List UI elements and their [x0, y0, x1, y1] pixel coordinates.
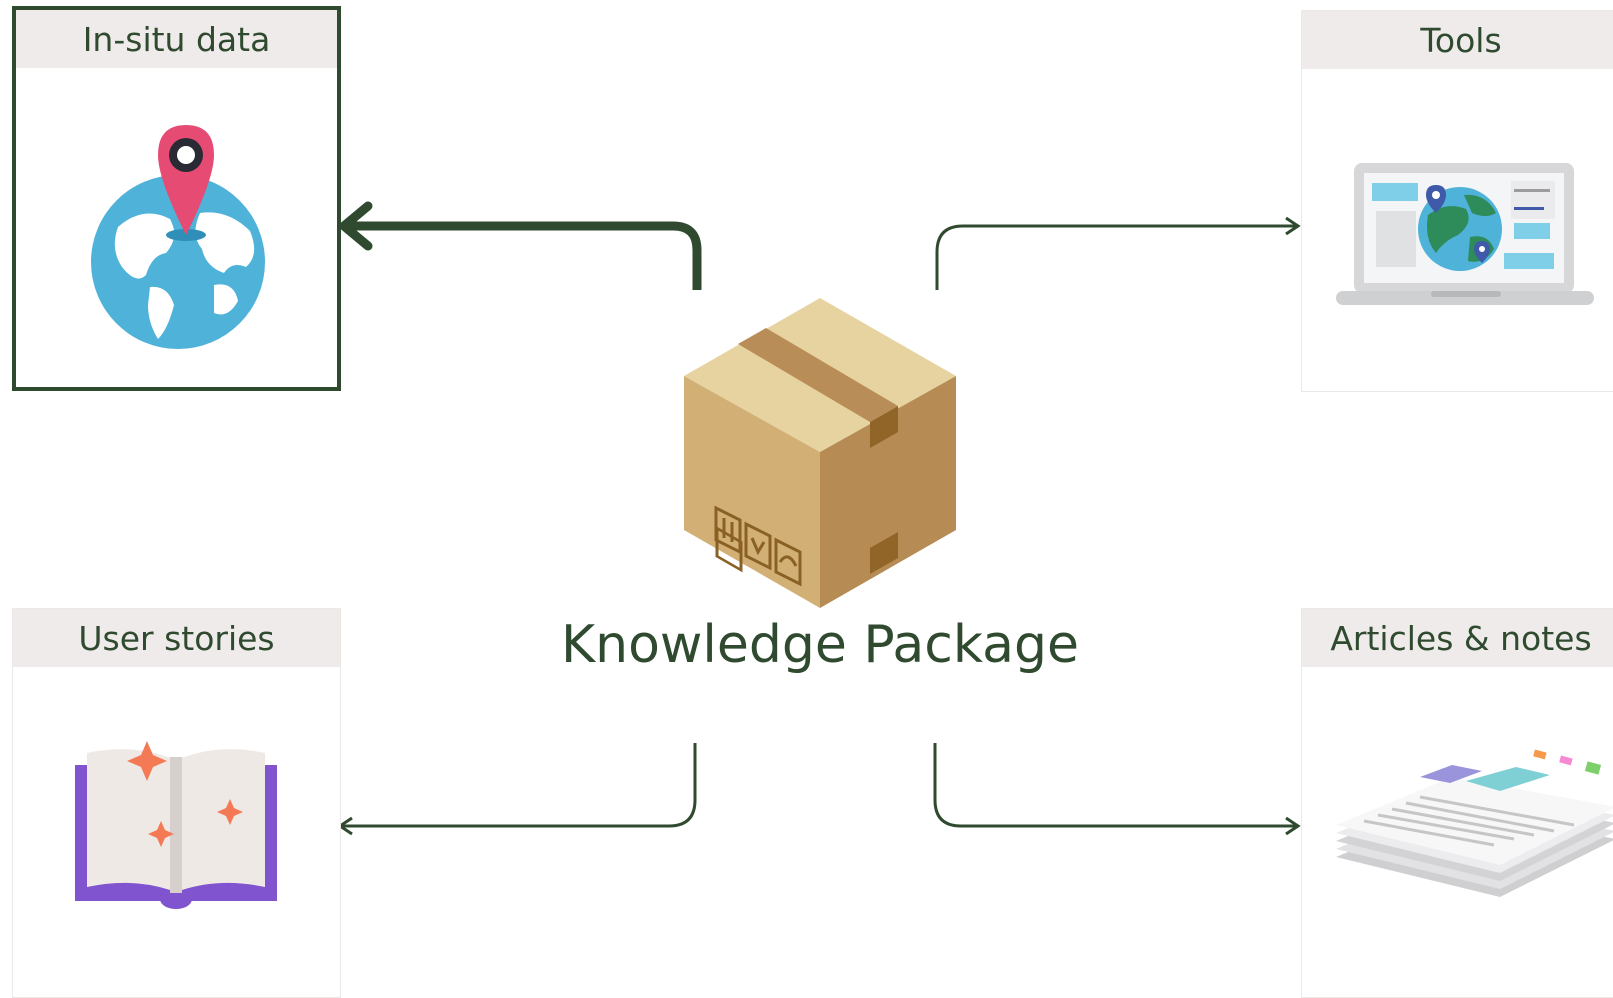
- paper-stack-icon: [1336, 749, 1613, 897]
- arrow-to-user-stories: [342, 743, 697, 828]
- laptop-map-icon: [1336, 163, 1594, 305]
- articles-notes-card[interactable]: Articles & notes: [1301, 608, 1613, 998]
- arrow-head-in-situ: [339, 201, 373, 251]
- arrow-head-tools: [1285, 216, 1301, 236]
- tools-title: Tools: [1302, 11, 1613, 69]
- cardboard-box-icon: [684, 298, 956, 608]
- box-handling-symbols: [715, 525, 743, 573]
- arrow-to-in-situ: [346, 221, 702, 290]
- globe-location-pin-icon: [91, 125, 265, 349]
- in-situ-data-card[interactable]: In-situ data: [12, 6, 341, 391]
- arrow-to-articles: [933, 743, 1296, 828]
- tools-card[interactable]: Tools: [1301, 10, 1613, 392]
- user-stories-title: User stories: [13, 609, 340, 667]
- open-book-sparkles-icon: [75, 741, 277, 909]
- knowledge-package-title: Knowledge Package: [561, 615, 1079, 675]
- arrow-to-tools: [935, 224, 1296, 290]
- user-stories-card[interactable]: User stories: [12, 608, 341, 998]
- articles-notes-title: Articles & notes: [1302, 609, 1613, 667]
- arrow-head-articles: [1285, 816, 1301, 836]
- in-situ-data-title: In-situ data: [16, 10, 337, 68]
